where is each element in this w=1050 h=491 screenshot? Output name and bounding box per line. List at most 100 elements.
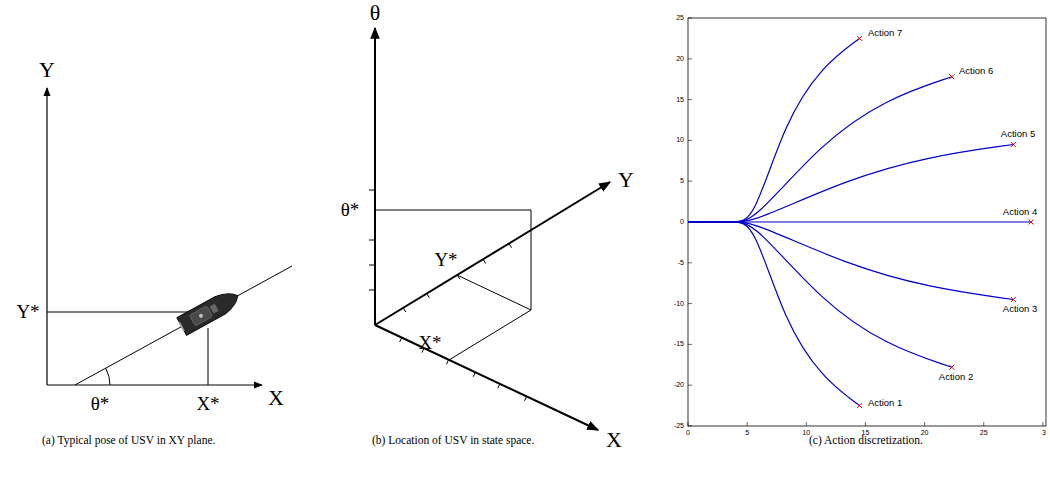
y-projection-line: [457, 275, 531, 310]
action-trajectory: [688, 222, 1013, 300]
tick-label: 15: [676, 96, 684, 104]
action-label: Action 2: [938, 372, 974, 382]
tick-label: 25: [980, 429, 988, 437]
endpoint-marker: [1029, 220, 1034, 225]
plot-tick: [688, 426, 692, 427]
action-label: Action 3: [1002, 304, 1038, 314]
coordinate-label: θ*: [341, 200, 360, 221]
action-label: Action 1: [867, 398, 903, 408]
axis-tick: [400, 338, 402, 343]
panel-b: [369, 28, 610, 430]
plot-tick: [688, 344, 692, 345]
axis-tick: [457, 275, 460, 279]
tick-label: 10: [676, 137, 684, 145]
coordinate-label: X*: [196, 394, 219, 415]
plot-tick: [688, 422, 689, 426]
tick-label: 25: [676, 14, 684, 22]
plot-ticks: [688, 18, 1043, 426]
tick-label: 0: [686, 429, 690, 437]
x-axis-3d: [375, 325, 598, 430]
plot-tick: [688, 99, 692, 100]
axis-tick: [369, 290, 375, 291]
endpoint-marker: [1011, 297, 1016, 302]
x-projection-line: [449, 310, 531, 360]
axis-ticks: [369, 190, 527, 401]
plot-tick: [688, 262, 692, 263]
plot-tick: [688, 140, 692, 141]
y-axis-3d: [375, 182, 610, 325]
axis-tick: [473, 372, 475, 377]
plot-tick: [688, 18, 692, 19]
action-label: Action 5: [1000, 129, 1036, 139]
boat-hull: [177, 287, 243, 335]
action-trajectory: [688, 38, 860, 222]
angle-arc: [106, 368, 110, 385]
endpoint-marker: [857, 403, 862, 408]
y-axis: [46, 88, 47, 385]
angle-label: θ*: [91, 394, 110, 415]
endpoint-marker: [857, 36, 862, 41]
axis-tick: [369, 240, 375, 241]
coordinate-label: Y*: [434, 250, 457, 271]
tick-label: 5: [745, 429, 749, 437]
plot-tick: [924, 422, 925, 426]
endpoint-marker: [949, 365, 954, 370]
axis-label: θ: [370, 1, 381, 25]
axis-tick: [369, 265, 375, 266]
plot-frame: [688, 18, 1046, 426]
panel-c: [688, 18, 1046, 426]
coordinate-label: X*: [418, 333, 441, 354]
plot-tick: [983, 422, 984, 426]
tick-label: 3: [1042, 429, 1046, 437]
plot-tick: [688, 303, 692, 304]
action-trajectory: [688, 77, 952, 222]
axis-label: Y: [39, 58, 55, 82]
axis-tick: [369, 190, 375, 191]
axis-tick: [498, 384, 500, 389]
tick-label: 5: [680, 177, 684, 185]
tick-label: 20: [676, 55, 684, 63]
action-label: Action 4: [1002, 207, 1038, 217]
heading-line: [75, 266, 292, 385]
action-curves: [688, 36, 1034, 408]
plot-tick: [747, 422, 748, 426]
plot-tick: [865, 422, 866, 426]
endpoint-marker: [949, 74, 954, 79]
plot-tick: [688, 181, 692, 182]
axis-tick: [403, 308, 406, 312]
tick-label: 0: [680, 218, 684, 226]
endpoint-marker: [1011, 142, 1016, 147]
boat-light: [198, 313, 203, 318]
vertical-drop-line: [531, 210, 532, 310]
y-projection: [47, 312, 190, 313]
action-trajectory: [688, 222, 952, 367]
axis-label: X: [268, 386, 284, 410]
axis-tick: [483, 259, 486, 263]
subfigure-caption: (c) Action discretization.: [809, 433, 923, 449]
tick-label: -10: [674, 300, 684, 308]
axis-tick: [509, 243, 512, 247]
tick-label: -20: [674, 381, 684, 389]
tick-label: -25: [674, 422, 684, 430]
boat-cabin: [189, 306, 212, 326]
tick-label: -5: [678, 259, 684, 267]
x-projection: [208, 328, 209, 385]
usv-boat: [177, 287, 243, 335]
plot-tick: [688, 385, 692, 386]
subfigure-caption: (a) Typical pose of USV in XY plane.: [42, 433, 234, 449]
axis-label: Y: [618, 168, 634, 192]
action-label: Action 6: [958, 66, 994, 76]
plot-tick: [806, 422, 807, 426]
action-trajectory: [688, 144, 1013, 222]
tick-label: -15: [674, 341, 684, 349]
axis-tick: [525, 396, 527, 401]
coordinate-label: Y*: [16, 302, 39, 323]
boat-stern: [179, 322, 184, 331]
plot-tick: [1042, 422, 1043, 426]
panel-a: [47, 88, 292, 385]
theta-level-line: [375, 210, 531, 211]
plot-tick: [688, 58, 692, 59]
x-axis: [47, 384, 262, 385]
theta-axis: [374, 28, 376, 325]
